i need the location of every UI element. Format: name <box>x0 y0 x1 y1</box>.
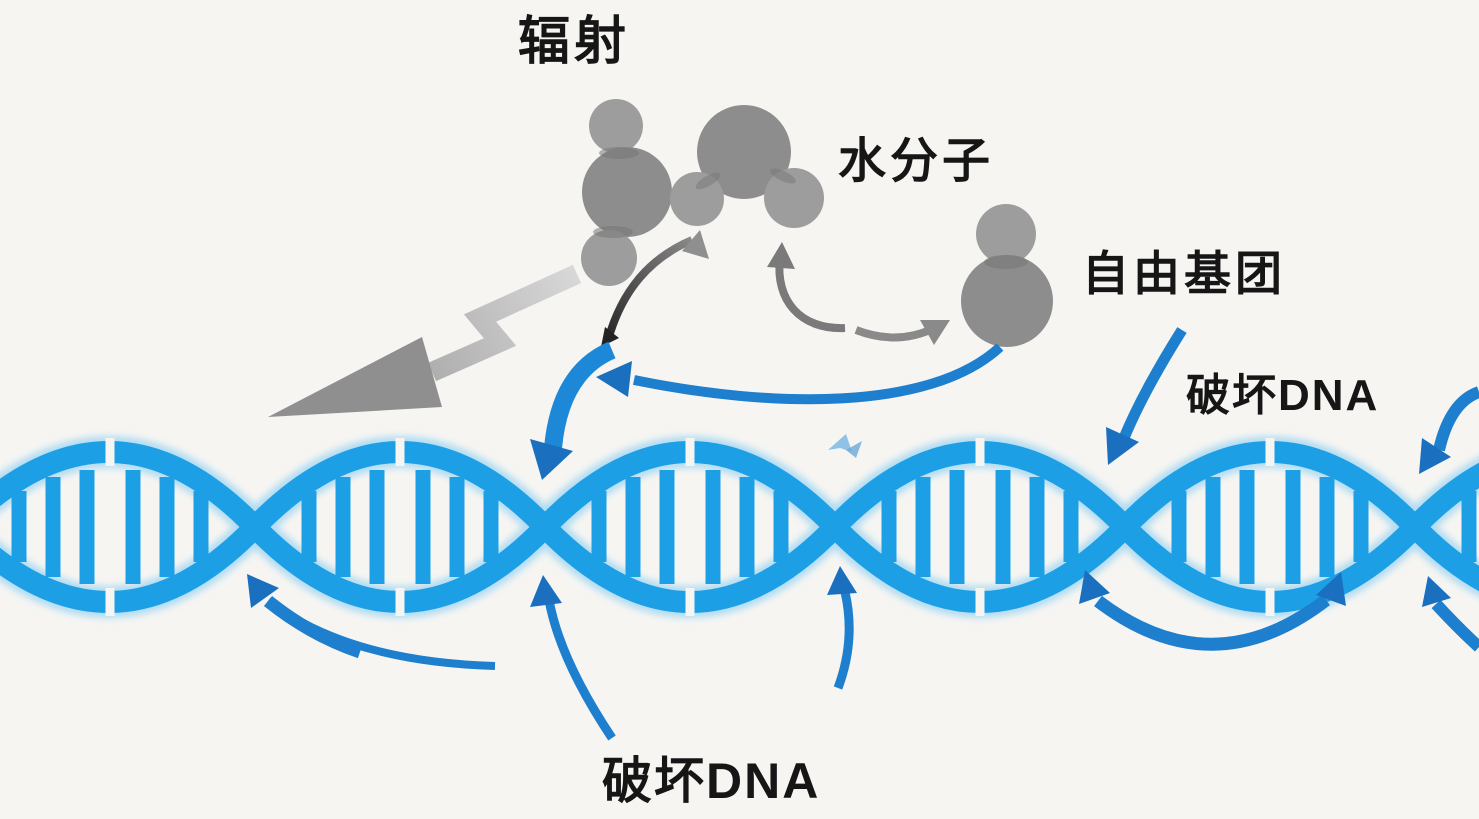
blue-arrow-damage-label-to-crossing <box>1106 327 1187 465</box>
gray-arrow-to-right-molecule <box>767 242 846 333</box>
dna-rungs <box>11 470 1477 584</box>
dna-strand-b <box>0 441 1479 613</box>
blue-partial-arc-bottom-right <box>1422 576 1479 652</box>
radiation-bolt-arrow <box>268 264 582 417</box>
label-radiation: 辐射 <box>518 13 631 71</box>
gray-arrow-to-free-radical <box>854 320 950 345</box>
water-molecule-right <box>670 105 824 228</box>
label-damage-dna-bottom: 破坏DNA <box>602 753 821 809</box>
label-damage-dna-right: 破坏DNA <box>1186 371 1380 420</box>
gray-arrow-to-left-molecule <box>601 230 709 347</box>
free-radical-molecule <box>961 204 1053 347</box>
blue-arrow-top-right-corner <box>1419 386 1479 474</box>
blue-smile-arc-double-arrow <box>1079 570 1346 651</box>
blue-arrow-up-left-underside <box>247 574 496 670</box>
light-blue-speck <box>828 434 862 458</box>
blue-arrow-radical-to-junction <box>596 343 1004 405</box>
label-water-molecule: 水分子 <box>838 135 995 188</box>
blue-arrow-up-center <box>827 566 857 690</box>
label-free-radical: 自由基团 <box>1082 247 1286 300</box>
blue-arrow-thick-down-to-dna <box>530 341 616 480</box>
blue-arrow-up-center-left <box>530 575 616 741</box>
dna-strands <box>0 441 1479 613</box>
dna-helix <box>0 436 1479 618</box>
dna-strand-notches <box>105 438 1275 616</box>
water-molecule-left <box>581 99 672 286</box>
